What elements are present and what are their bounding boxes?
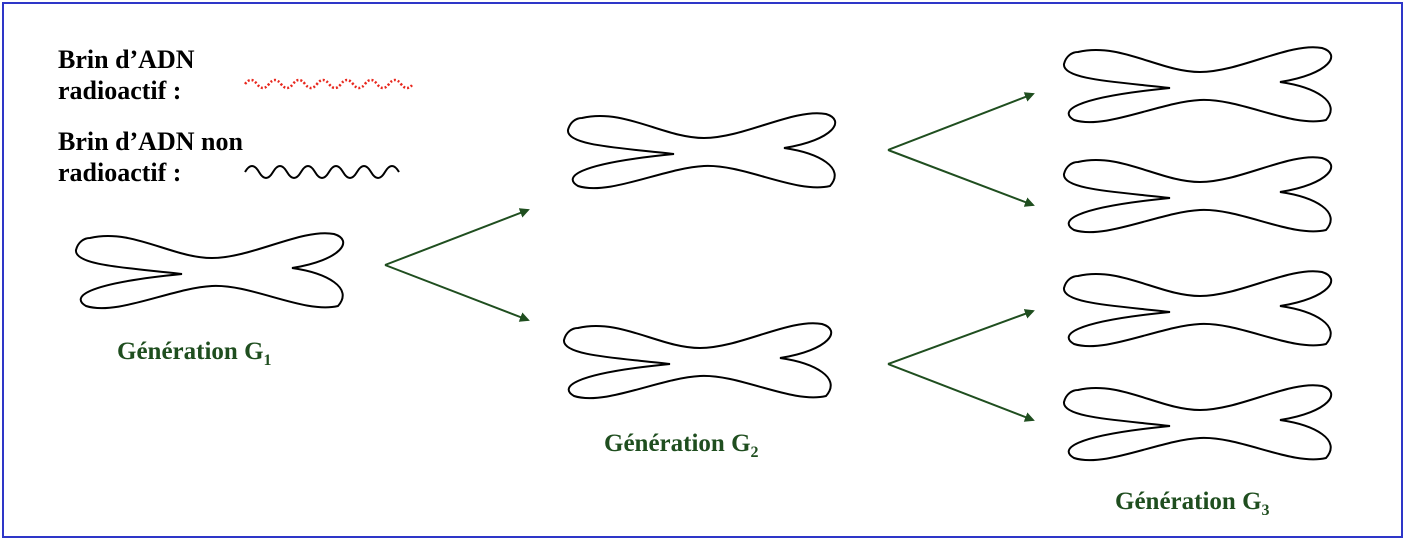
chromosome-g2-bottom	[562, 322, 833, 400]
generation-g1-sub: 1	[263, 352, 272, 369]
generation-g3-label: Génération G3	[1115, 488, 1270, 520]
generation-g2-text: Génération G	[604, 430, 751, 457]
arrow-g2bottom-to-g3-4	[887, 363, 1035, 422]
arrow-g2bottom-to-g3-3	[887, 309, 1035, 365]
arrow-g2top-to-g3-1	[887, 92, 1035, 151]
generation-g3-text: Génération G	[1115, 488, 1262, 515]
legend-nonradioactive-label: Brin d’ADN non radioactif :	[58, 126, 243, 188]
legend-radioactive-line2: radioactif :	[58, 76, 182, 105]
chromosome-g3-3	[1062, 270, 1333, 348]
chromosome-g1	[74, 232, 345, 310]
generation-g2-label: Génération G2	[604, 430, 759, 462]
arrow-g1-to-g2-top	[384, 208, 530, 266]
nonradioactive-strand-sample	[244, 165, 400, 179]
generation-g1-label: Génération G1	[117, 338, 272, 370]
chromosome-g3-4	[1062, 384, 1333, 462]
chromosome-g3-1	[1062, 46, 1333, 124]
arrow-g2top-to-g3-2	[887, 149, 1035, 207]
generation-g2-sub: 2	[750, 444, 759, 461]
chromosome-g2-top	[566, 112, 837, 190]
legend-nonradioactive-line1: Brin d’ADN non	[58, 127, 243, 156]
generation-g1-text: Génération G	[117, 338, 264, 365]
generation-g3-sub: 3	[1261, 502, 1270, 519]
arrow-g1-to-g2-bottom	[384, 264, 530, 322]
legend-nonradioactive-line2: radioactif :	[58, 158, 182, 187]
radioactive-strand-sample	[244, 78, 414, 90]
chromosome-g3-2	[1062, 156, 1333, 234]
legend-radioactive-line1: Brin d’ADN	[58, 45, 195, 74]
legend-radioactive-label: Brin d’ADN radioactif :	[58, 44, 195, 106]
